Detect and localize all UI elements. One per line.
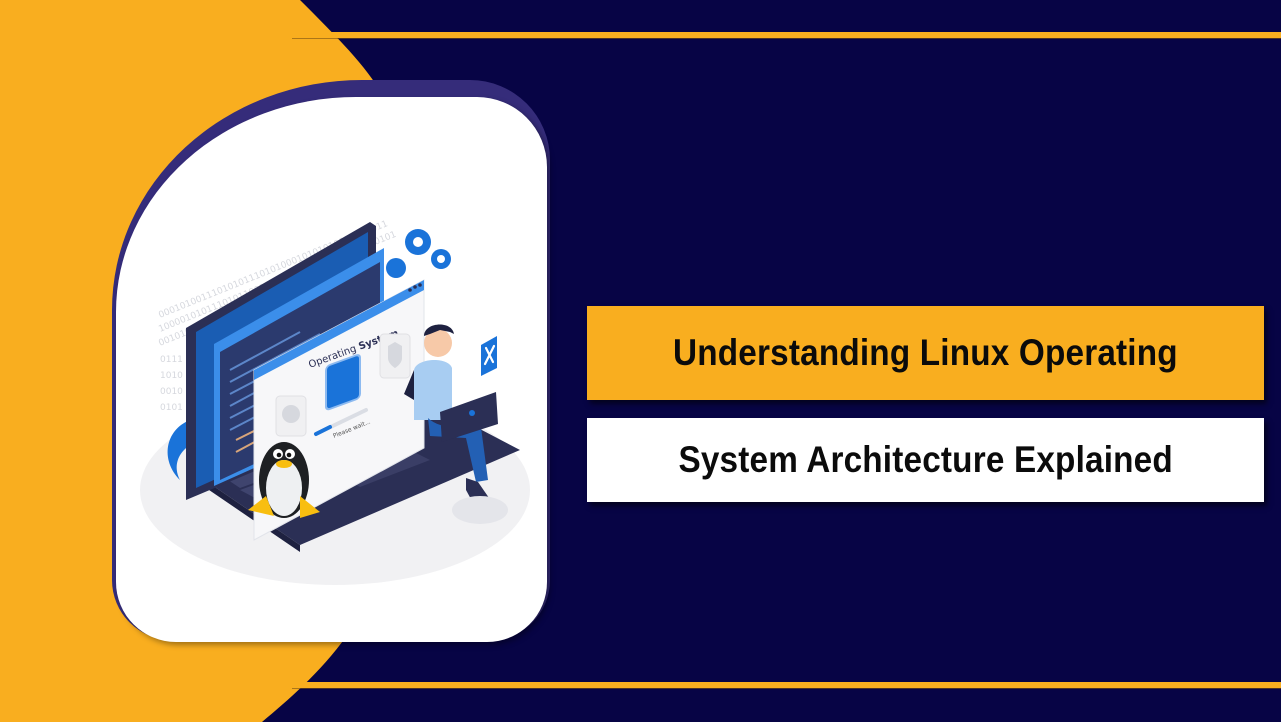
svg-text:1010: 1010 xyxy=(160,371,183,381)
linux-penguin-icon xyxy=(248,442,320,518)
gear-icon xyxy=(386,258,406,278)
shield-icon xyxy=(388,342,402,368)
tools-icon xyxy=(481,336,497,376)
svg-text:0010: 0010 xyxy=(160,387,183,397)
title-banner-line2: System Architecture Explained xyxy=(587,418,1264,502)
gear-icon xyxy=(405,229,431,255)
os-illustration: 0001010011101010111010100010101010001010… xyxy=(140,219,530,585)
progress-fill xyxy=(314,425,332,436)
svg-text:0101: 0101 xyxy=(160,403,183,413)
laptop-icon xyxy=(440,392,498,442)
title-banner-line1: Understanding Linux Operating xyxy=(587,306,1264,400)
gear-icon xyxy=(282,405,300,423)
bottom-accent-line xyxy=(292,682,1281,688)
title-line1-text: Understanding Linux Operating xyxy=(673,332,1178,373)
svg-text:0111: 0111 xyxy=(160,355,183,365)
title-line2-text: System Architecture Explained xyxy=(678,439,1173,480)
gear-icon xyxy=(431,249,451,269)
os-center-icon xyxy=(325,354,361,411)
top-accent-line xyxy=(292,32,1281,38)
illustration-card: 0001010011101010111010100010101010001010… xyxy=(116,97,547,642)
